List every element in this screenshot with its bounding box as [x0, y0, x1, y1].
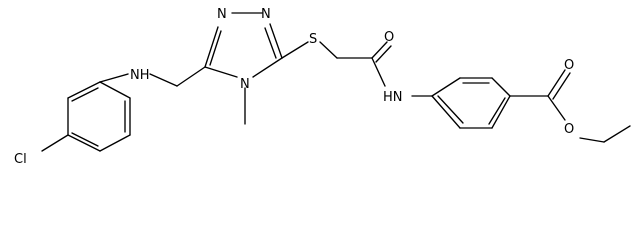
bond — [488, 97, 506, 125]
ethyl-ester-group — [509, 69, 631, 143]
bond — [204, 26, 219, 68]
bond — [491, 95, 511, 129]
bond — [269, 23, 283, 59]
bond — [176, 66, 206, 87]
structure-canvas: Cl NH N N N S O HN O O — [14, 7, 631, 167]
benzoate-ring — [431, 77, 511, 129]
bond — [99, 73, 129, 83]
bond — [252, 57, 283, 78]
atom-label-ester-carbonyl-oxygen: O — [564, 58, 574, 73]
bond — [99, 134, 131, 152]
bond — [99, 81, 131, 99]
aminomethyl-linker — [99, 66, 206, 87]
bond — [547, 69, 566, 97]
bond — [547, 95, 566, 121]
bond — [264, 27, 277, 59]
bond — [71, 132, 99, 147]
bond — [41, 134, 69, 152]
bond — [431, 77, 461, 97]
atom-labels: Cl NH N N N S O HN O O — [14, 7, 574, 167]
atom-label-triazole-n2: N — [261, 7, 271, 22]
atom-label-chlorine: Cl — [14, 152, 27, 167]
molecule-structure-diagram: Cl NH N N N S O HN O O — [14, 7, 631, 167]
atom-label-amine-nh: NH — [130, 68, 150, 83]
atom-label-sulfur: S — [309, 32, 317, 47]
bond — [437, 95, 464, 124]
triazole-ring — [204, 12, 283, 125]
thioacetamide-chain — [281, 41, 433, 97]
bond — [67, 134, 101, 152]
atom-label-triazole-n4: N — [240, 77, 250, 92]
atom-label-amide-nh: HN — [383, 90, 403, 105]
bond — [431, 95, 461, 129]
bond — [204, 66, 238, 78]
chlorophenyl-ring — [41, 81, 131, 152]
bond — [491, 77, 511, 97]
atom-label-ester-ether-oxygen: O — [564, 122, 574, 137]
bond — [209, 30, 222, 66]
bond — [149, 73, 178, 87]
bond — [281, 41, 309, 59]
atom-label-amide-oxygen: O — [384, 30, 394, 45]
bond — [371, 41, 388, 59]
bond — [552, 72, 571, 100]
bond — [71, 87, 99, 102]
bond — [371, 57, 386, 87]
bond — [579, 137, 605, 143]
bond — [375, 45, 392, 63]
bond — [67, 81, 101, 99]
atom-label-triazole-n1: N — [217, 7, 227, 22]
bond — [603, 125, 631, 143]
bond — [319, 41, 338, 59]
